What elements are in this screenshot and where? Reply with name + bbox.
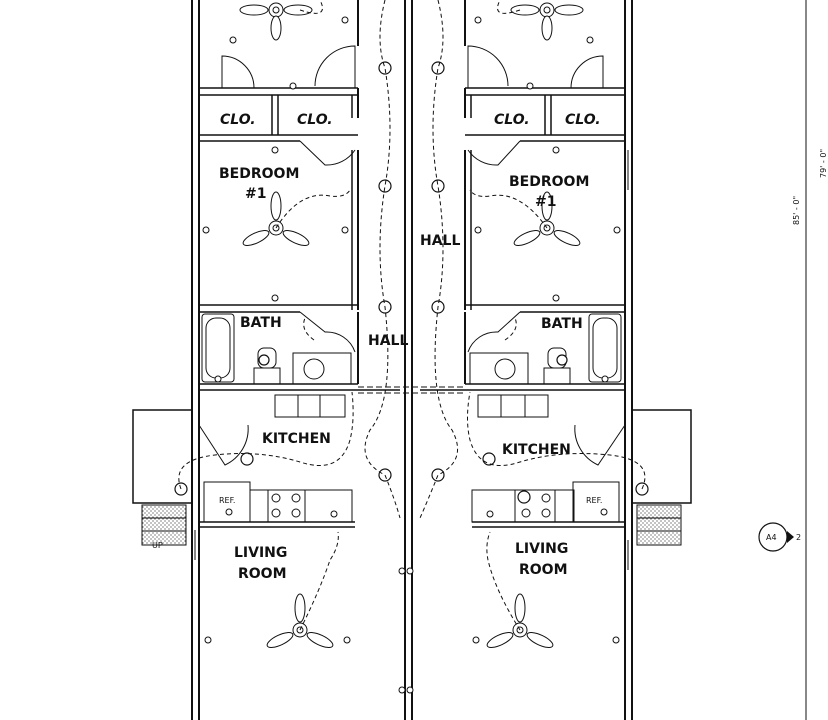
light-icon <box>517 490 531 504</box>
bedroom-label: BEDROOM <box>219 166 299 182</box>
section-number-label: 2 <box>796 533 801 542</box>
inner-dimension: 85' - 0" <box>792 196 801 225</box>
overall-dimension: 79' - 0" <box>819 149 828 178</box>
outlets <box>202 16 621 694</box>
bath-label: BATH <box>541 316 583 332</box>
section-sheet-label: A4 <box>766 533 777 542</box>
hall-label: HALL <box>368 333 408 349</box>
closet-label: CLO. <box>494 112 530 128</box>
hall-label: HALL <box>420 233 460 249</box>
ceiling-fan-icon <box>486 593 554 648</box>
room-label: ROOM <box>238 566 287 582</box>
light-icon <box>378 468 392 482</box>
ceiling-fan-icon <box>510 2 584 41</box>
closet-label: CLO. <box>565 112 601 128</box>
living-label: LIVING <box>234 545 287 561</box>
light-icon <box>240 452 254 466</box>
light-icon <box>431 179 445 193</box>
closet-label: CLO. <box>297 112 333 128</box>
light-icon <box>378 61 392 75</box>
bedroom-label: BEDROOM <box>509 174 589 190</box>
light-icon <box>431 468 445 482</box>
light-icon <box>556 354 568 366</box>
light-icon <box>378 179 392 193</box>
ceiling-fan-icon <box>266 593 334 648</box>
bedroom-number-label: #1 <box>535 194 556 210</box>
windows <box>194 150 629 570</box>
living-label: LIVING <box>515 541 568 557</box>
ref-label: REF. <box>219 496 235 505</box>
stoops <box>141 504 682 546</box>
section-marker: A4 2 <box>758 522 801 552</box>
closet-label: CLO. <box>220 112 256 128</box>
light-icon <box>258 354 270 366</box>
kitchen-label: KITCHEN <box>262 431 331 447</box>
ceiling-fan-icon <box>239 2 313 41</box>
room-label: ROOM <box>519 562 568 578</box>
kitchen-label: KITCHEN <box>502 442 571 458</box>
wiring <box>178 0 646 631</box>
bedroom-number-label: #1 <box>245 186 266 202</box>
ref-label: REF. <box>586 496 602 505</box>
ceiling-fan-icon <box>513 191 581 246</box>
up-label: UP <box>152 541 163 550</box>
labels-right: CLO. CLO. BEDROOM #1 BATH HALL KITCHEN R… <box>420 112 602 578</box>
door-swings <box>198 45 626 466</box>
labels-left: CLO. CLO. BEDROOM #1 BATH HALL KITCHEN R… <box>219 112 408 582</box>
fixtures <box>201 313 622 523</box>
light-icon <box>431 61 445 75</box>
light-icon <box>482 452 496 466</box>
bath-label: BATH <box>240 315 282 331</box>
